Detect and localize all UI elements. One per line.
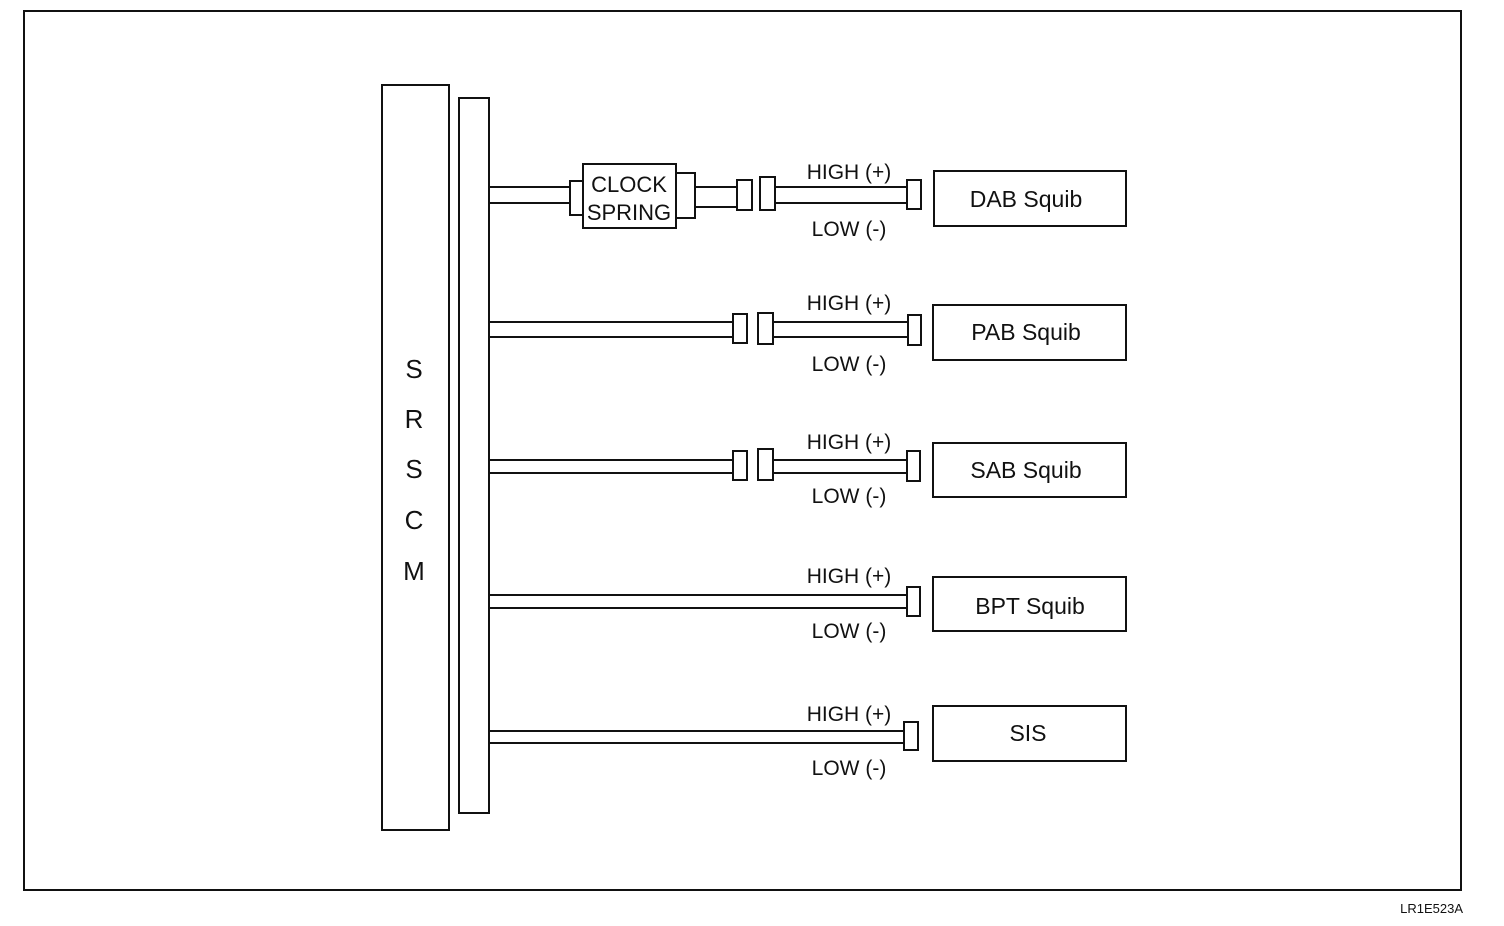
connector-half	[736, 179, 753, 211]
device-label: PAB Squib	[971, 319, 1081, 345]
clock-spring-connector	[569, 180, 584, 216]
device-label: BPT Squib	[975, 593, 1085, 619]
srscm-letter: S	[405, 354, 422, 384]
circuit-bpt: HIGH (+) LOW (-) BPT Squib	[489, 565, 1127, 643]
circuit-pab: HIGH (+) LOW (-) PAB Squib	[489, 292, 1127, 376]
high-label: HIGH (+)	[807, 431, 892, 454]
clock-spring-label: CLOCK	[591, 172, 667, 197]
srscm-letter: C	[405, 505, 424, 535]
circuit-dab: CLOCK SPRING HIGH (+) LOW (-) DAB Squib	[489, 161, 1127, 241]
figure-code: LR1E523A	[1400, 901, 1463, 916]
device-box-dab	[933, 170, 1127, 227]
squib-connector	[907, 314, 922, 346]
squib-connector	[906, 179, 922, 210]
device-label: SIS	[1009, 720, 1046, 746]
high-label: HIGH (+)	[807, 161, 892, 184]
connector-half	[732, 313, 748, 344]
connector-half	[732, 450, 748, 481]
device-box-pab	[932, 304, 1127, 361]
module-connector	[458, 97, 490, 814]
clock-spring-connector	[675, 172, 696, 219]
high-label: HIGH (+)	[807, 565, 892, 588]
clock-spring-box	[582, 163, 677, 229]
srscm-letter: M	[403, 556, 425, 586]
connector-half	[757, 312, 774, 345]
low-label: LOW (-)	[812, 218, 887, 241]
device-box-sab	[932, 442, 1127, 498]
low-label: LOW (-)	[812, 620, 887, 643]
device-label: DAB Squib	[970, 186, 1083, 212]
connector-half	[759, 176, 776, 211]
circuit-sab: HIGH (+) LOW (-) SAB Squib	[489, 431, 1127, 508]
low-label: LOW (-)	[812, 757, 887, 780]
low-label: LOW (-)	[812, 485, 887, 508]
diagram-frame	[23, 10, 1462, 891]
squib-connector	[906, 450, 921, 482]
device-label: SAB Squib	[970, 457, 1081, 483]
srscm-label: S R S C M	[403, 354, 425, 586]
high-label: HIGH (+)	[807, 703, 892, 726]
squib-connector	[903, 721, 919, 751]
low-label: LOW (-)	[812, 353, 887, 376]
squib-connector	[906, 586, 921, 617]
srscm-letter: R	[405, 404, 424, 434]
device-box-bpt	[932, 576, 1127, 632]
device-box-sis	[932, 705, 1127, 762]
high-label: HIGH (+)	[807, 292, 892, 315]
clock-spring-label: SPRING	[587, 200, 671, 225]
srscm-letter: S	[405, 454, 422, 484]
circuit-sis: HIGH (+) LOW (-) SIS	[489, 703, 1127, 780]
connector-half	[757, 448, 774, 481]
srscm-module	[381, 84, 450, 831]
